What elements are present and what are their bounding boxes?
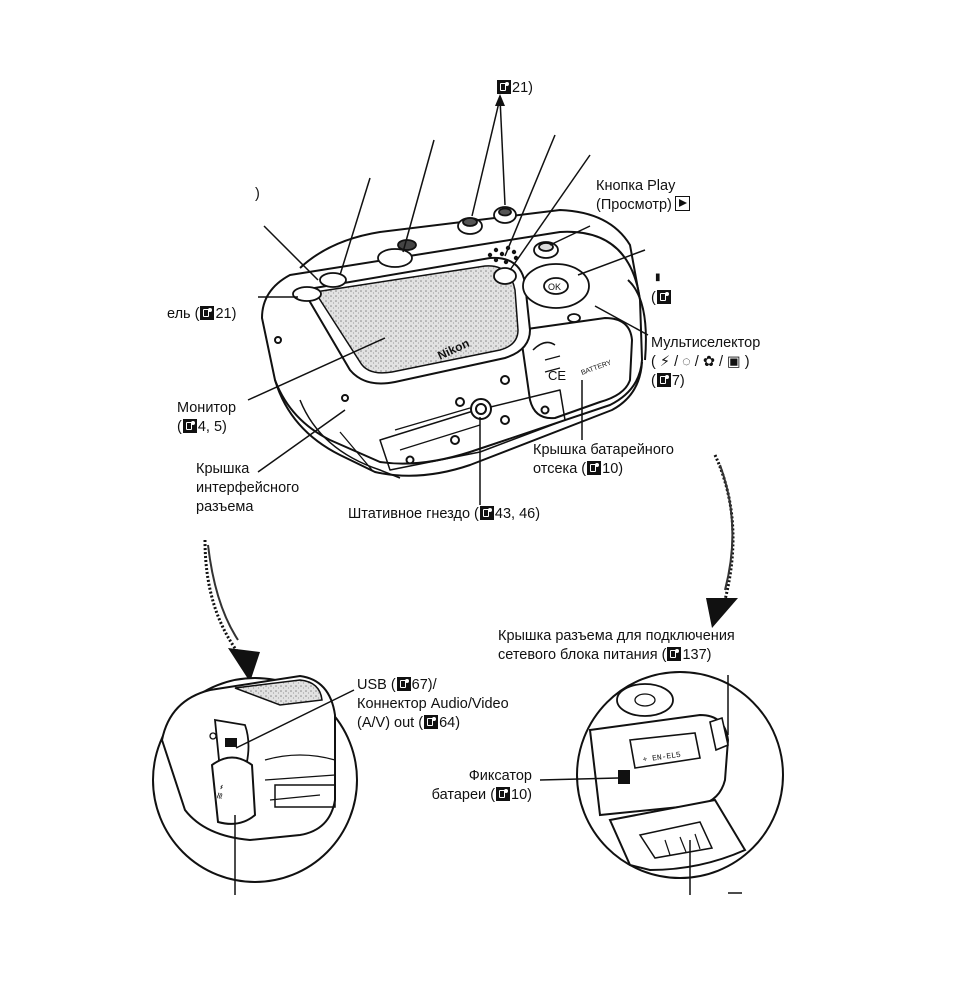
reference-icon — [182, 419, 197, 433]
top-controls: OK — [292, 206, 590, 323]
leader-lines — [247, 94, 649, 505]
label-monitor: Монитор (4, 5) — [177, 400, 237, 435]
label-panel: ель (21) — [167, 306, 237, 322]
reference-icon — [479, 506, 494, 520]
label-top-ref: 21) — [496, 79, 533, 98]
reference-icon — [496, 787, 511, 801]
detail-battery: + EN-EL5 — [539, 671, 784, 895]
label-interface-cover: Крышка интерфейсного разъема — [196, 461, 300, 515]
label-power-cover: Крышка разъема для подключения сетевого … — [498, 628, 735, 663]
label-usb-av: USB (67)/ Коннектор Audio/Video (A/V) ou… — [357, 677, 509, 731]
label-right-small: ( — [651, 289, 672, 308]
label-small-marker: ▮ — [655, 272, 661, 283]
left-arrow — [203, 539, 260, 682]
play-icon — [674, 196, 690, 211]
reference-icon — [424, 715, 439, 729]
label-multiselector: Мультиселектор ( ⚡ / ◌ / ✿ / ▣ ) (7) — [651, 335, 761, 389]
svg-text:OK: OK — [548, 282, 561, 292]
label-battery-latch: Фиксатор батареи (10) — [431, 768, 532, 803]
reference-icon — [200, 306, 215, 320]
reference-icon — [656, 290, 671, 304]
reference-icon — [396, 677, 411, 691]
svg-text:CE: CE — [548, 368, 566, 383]
reference-icon — [497, 80, 511, 94]
right-arrow — [706, 454, 738, 628]
svg-text:≋ ⌁: ≋ ⌁ — [214, 783, 227, 800]
label-play-button: Кнопка Play (Просмотр) — [596, 177, 690, 215]
label-battery-cover: Крышка батарейного отсека (10) — [533, 442, 674, 477]
detail-connector: ≋ ⌁ — [152, 674, 358, 895]
label-tripod: Штативное гнездо (43, 46) — [348, 506, 541, 522]
label-top-left-bracket: ) — [255, 186, 260, 202]
reference-icon — [587, 461, 602, 475]
reference-icon — [667, 647, 682, 661]
reference-icon — [656, 373, 671, 387]
